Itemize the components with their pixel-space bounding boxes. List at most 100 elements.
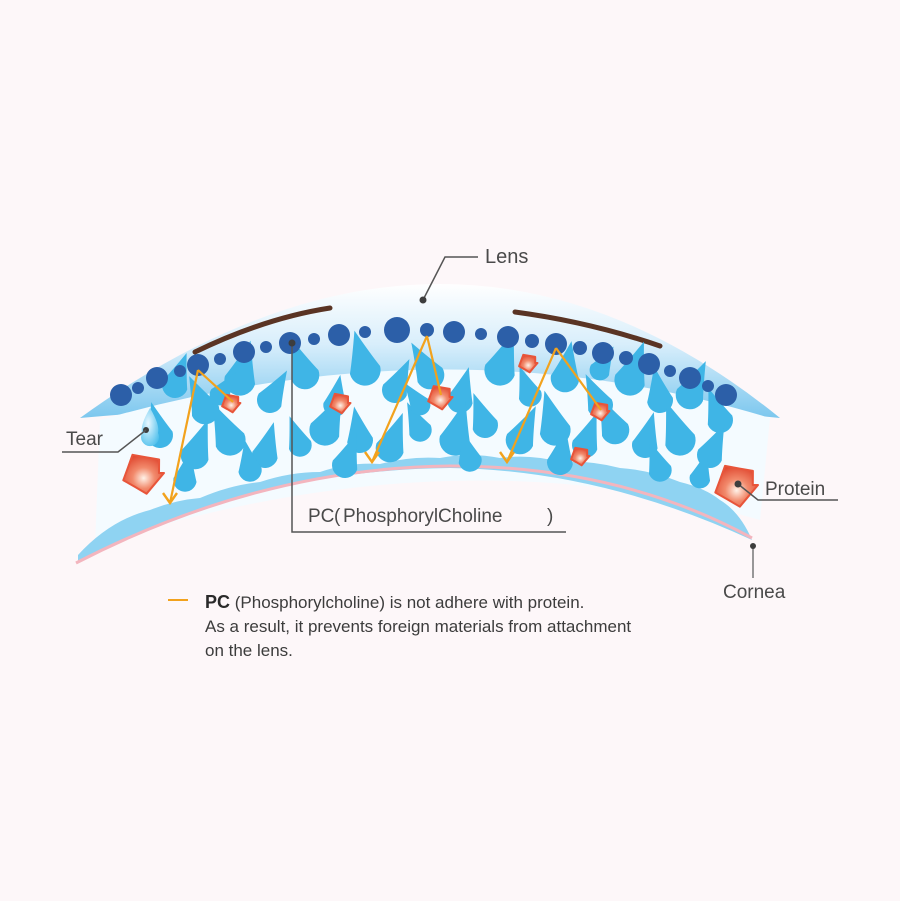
- tear-drop: [332, 433, 358, 478]
- tear-drop: [458, 430, 482, 472]
- cornea-pointer-dot: [750, 543, 756, 549]
- tear-drop: [447, 367, 473, 413]
- tear-drop: [689, 451, 711, 489]
- pc-molecule: [475, 328, 487, 340]
- pc-molecule: [328, 324, 350, 346]
- pc-legend-dash: [168, 599, 188, 601]
- repel-arrows: [162, 335, 602, 506]
- repel-arrow-line: [197, 369, 234, 403]
- pc-molecule: [702, 380, 714, 392]
- tear-drop-icon: [141, 408, 159, 447]
- pc-leader: [291, 343, 566, 533]
- tear-label: Tear: [66, 429, 104, 450]
- tear-drop: [707, 388, 733, 433]
- pc-molecule: [497, 326, 519, 348]
- lens-pointer-dot: [419, 296, 427, 304]
- pc-label-prefix: PC: [308, 506, 334, 527]
- protein-particles: [122, 353, 759, 508]
- arrow-head: [162, 492, 178, 506]
- tear-drop: [238, 439, 262, 482]
- lens-label: Lens: [485, 246, 528, 268]
- protein-particle: [221, 393, 242, 414]
- pc-molecule: [592, 342, 614, 364]
- protein-label: Protein: [765, 479, 825, 500]
- tear-drop: [665, 401, 696, 456]
- arrow-head: [364, 451, 380, 465]
- pc-molecule: [146, 367, 168, 389]
- pc-molecule: [679, 367, 701, 389]
- protein-particle: [518, 353, 539, 374]
- tear-drop: [539, 390, 571, 446]
- pc-molecule: [132, 382, 144, 394]
- pc-paren-open: (: [334, 506, 341, 527]
- arrow-head: [499, 451, 515, 465]
- pc-molecule: [619, 351, 633, 365]
- tear-drop: [547, 428, 573, 475]
- protein-particle: [329, 392, 352, 415]
- tear-drop: [257, 370, 287, 413]
- caption-line-3: on the lens.: [205, 641, 293, 660]
- tear-drop: [375, 412, 404, 463]
- pc-molecule: [573, 341, 587, 355]
- eyelid-left: [192, 305, 333, 355]
- lens-leader: [422, 256, 478, 301]
- cornea-band: [78, 455, 752, 562]
- pc-pointer-dot: [288, 339, 296, 347]
- tear-drop: [649, 441, 672, 482]
- caption: PC (Phosphorylcholine) is not adhere wit…: [205, 590, 805, 663]
- tear-drop: [173, 449, 197, 492]
- pc-molecule: [443, 321, 465, 343]
- tear-drop: [572, 413, 598, 458]
- repel-arrow-line: [505, 347, 558, 463]
- tear-drop: [472, 393, 498, 438]
- pc-molecule: [359, 326, 371, 338]
- pc-molecule: [308, 333, 320, 345]
- protein-particle: [570, 446, 591, 467]
- tear-drop: [647, 366, 673, 413]
- pc-paren-close: ): [547, 506, 553, 527]
- tear-drop: [614, 341, 645, 396]
- pc-molecule: [233, 341, 255, 363]
- pc-molecules: [110, 317, 737, 406]
- repel-arrow-line: [555, 347, 602, 411]
- pc-label-name: PhosphorylCholine: [343, 506, 503, 527]
- pc-molecule: [545, 333, 567, 355]
- protein-pointer-dot: [734, 480, 742, 488]
- cornea-label: Cornea: [723, 582, 786, 603]
- pc-molecule: [638, 353, 660, 375]
- tear-leader: [62, 429, 147, 453]
- pc-molecule: [110, 384, 132, 406]
- tear-drop: [252, 422, 278, 468]
- tear-drop: [212, 403, 246, 456]
- pc-molecule: [187, 354, 209, 376]
- protein-leader: [737, 483, 838, 501]
- caption-line-2: As a result, it prevents foreign materia…: [205, 617, 632, 636]
- tear-drop: [404, 382, 431, 416]
- pc-molecule: [664, 365, 676, 377]
- pc-molecule: [525, 334, 539, 348]
- repel-arrow-line: [425, 335, 443, 396]
- tear-drop: [550, 341, 580, 393]
- repel-arrow-line: [370, 335, 429, 463]
- tear-drop: [189, 376, 220, 425]
- pc-molecule: [214, 353, 226, 365]
- tear-drop: [289, 416, 312, 457]
- protein-particle: [427, 385, 454, 411]
- caption-line-1-text: (Phosphorylcholine) is not adhere with p…: [230, 593, 585, 612]
- pc-molecule: [715, 384, 737, 406]
- protein-particle: [590, 401, 611, 422]
- eyelid-right: [512, 309, 663, 349]
- caption-line-1: PC (Phosphorylcholine) is not adhere wit…: [205, 590, 805, 615]
- tear-drop: [291, 339, 320, 390]
- tear-drop: [349, 330, 381, 386]
- protein-particle: [122, 453, 165, 495]
- tear-drop: [162, 353, 188, 398]
- cornea-line: [75, 464, 753, 565]
- pc-molecule: [174, 365, 186, 377]
- pc-molecule: [260, 341, 272, 353]
- pc-molecule: [384, 317, 410, 343]
- pc-molecule: [420, 323, 434, 337]
- caption-strong: PC: [205, 592, 231, 612]
